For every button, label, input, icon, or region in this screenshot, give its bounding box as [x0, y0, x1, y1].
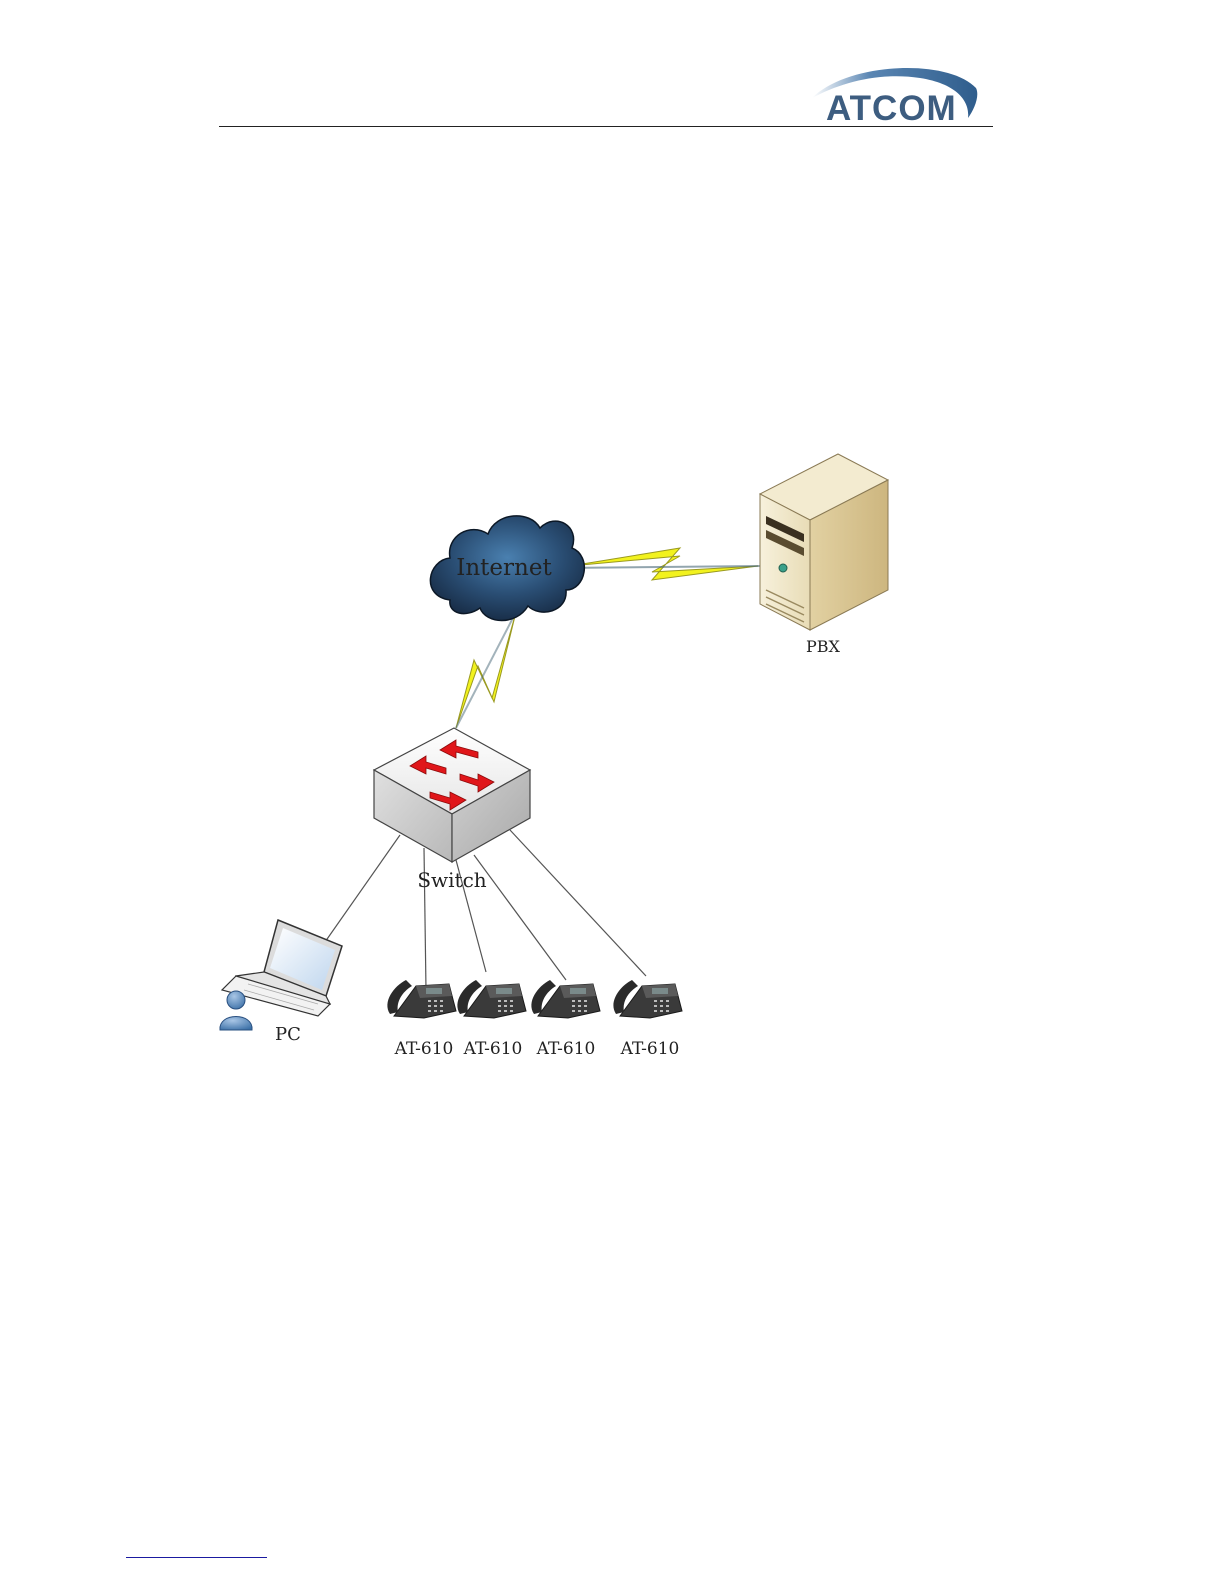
desk-phone-icon	[457, 980, 526, 1018]
phone-node-2: AT-610	[457, 980, 526, 1059]
phone-label-2: AT-610	[463, 1039, 523, 1059]
laptop-user-icon	[220, 920, 342, 1030]
phone-node-4: AT-610	[613, 980, 682, 1059]
cable-phone-3	[474, 855, 566, 980]
phone-node-1: AT-610	[387, 980, 456, 1059]
link-internet-switch	[456, 612, 516, 728]
internet-node: Internet	[430, 516, 584, 621]
network-switch-icon	[374, 728, 530, 862]
pc-node: PC	[220, 920, 342, 1045]
phone-label-3: AT-610	[536, 1039, 596, 1059]
link-internet-pbx	[560, 548, 760, 580]
desk-phone-icon	[613, 980, 682, 1018]
cables	[325, 830, 646, 990]
phone-node-3: AT-610	[531, 980, 600, 1059]
internet-label: Internet	[456, 555, 552, 581]
server-tower-icon	[760, 454, 888, 630]
footer-rule	[126, 1557, 267, 1558]
pbx-node: PBX	[760, 454, 888, 656]
desk-phone-icon	[531, 980, 600, 1018]
desk-phone-icon	[387, 980, 456, 1018]
phone-label-1: AT-610	[394, 1039, 454, 1059]
pbx-label: PBX	[806, 637, 841, 656]
cable-phone-4	[510, 830, 646, 976]
pc-label: PC	[275, 1024, 301, 1045]
switch-label: Switch	[417, 868, 486, 892]
switch-node: Switch	[374, 728, 530, 892]
phone-label-4: AT-610	[620, 1039, 680, 1059]
cable-pc	[325, 835, 400, 942]
